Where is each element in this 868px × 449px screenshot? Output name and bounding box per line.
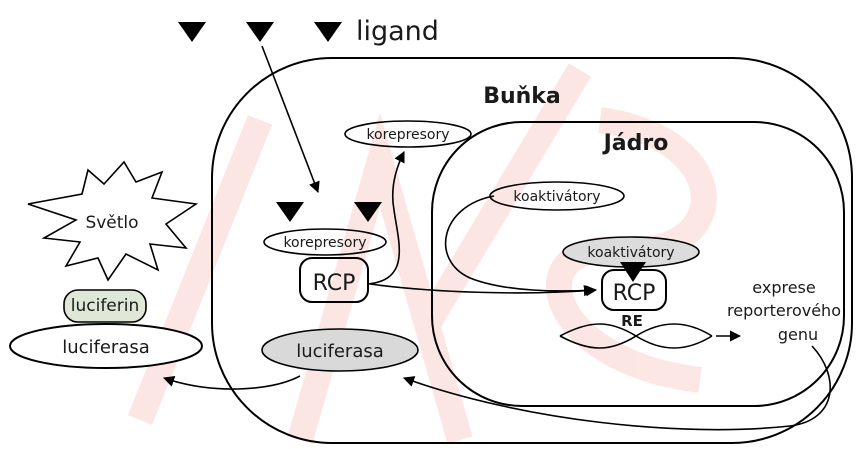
- expression-to-luciferase-arrow: [402, 345, 832, 431]
- corepressors-released-label: korepresory: [366, 127, 449, 143]
- cell-label: Buňka: [483, 84, 561, 109]
- bound-ligand-triangle: [620, 262, 646, 282]
- corepressors-bound-label: korepresory: [283, 235, 366, 251]
- nucleus-outline: [431, 121, 845, 407]
- coactivators-bound-label: koaktivátory: [587, 245, 674, 261]
- coactivators-free: [489, 181, 625, 211]
- coactivator-recruit-arrow: [444, 195, 596, 297]
- dna-helix: [559, 323, 713, 349]
- luciferase-outside: [9, 323, 203, 369]
- ligand-triangle-2: [246, 22, 274, 42]
- luciferin-shape: [63, 289, 147, 323]
- rcp-nuclear: [601, 269, 667, 311]
- ligand-triangle-4: [276, 202, 304, 222]
- luciferase-outside-label: luciferasa: [62, 337, 150, 358]
- ligand-triangles: [178, 22, 342, 42]
- ligand-label: ligand: [356, 16, 439, 47]
- expression-label-line1: exprese: [752, 278, 815, 297]
- luciferase-inside-label: luciferasa: [296, 341, 384, 362]
- light-burst-icon: [27, 160, 199, 282]
- rcp-nuclear-label: RCP: [613, 281, 656, 306]
- bound-ligands: [276, 202, 382, 222]
- luciferin-label: luciferin: [71, 296, 140, 316]
- expression-label-line2: reporterového: [727, 301, 841, 320]
- nucleus-label: Jádro: [602, 131, 669, 156]
- light-label: Světlo: [85, 213, 138, 233]
- ligand-arrow: [261, 45, 320, 194]
- corepressors-released: [344, 120, 472, 148]
- luciferase-export-arrow: [162, 375, 301, 390]
- luciferase-inside: [261, 328, 419, 372]
- rcp-receptor-label: RCP: [313, 271, 356, 296]
- rcp-translocation-arrow: [369, 283, 598, 297]
- corepressors-bound: [263, 228, 387, 256]
- coactivators-free-label: koaktivátory: [513, 189, 600, 205]
- ligand-triangle-1: [178, 22, 206, 42]
- cell-outline: [211, 57, 853, 444]
- ligand-triangle-5: [354, 202, 382, 222]
- expression-label-line3: genu: [778, 325, 818, 344]
- response-element-label: RE: [621, 312, 643, 330]
- corepressor-release-arrow: [367, 150, 405, 285]
- ligand-triangle-3: [314, 22, 342, 42]
- rcp-receptor: [299, 257, 369, 303]
